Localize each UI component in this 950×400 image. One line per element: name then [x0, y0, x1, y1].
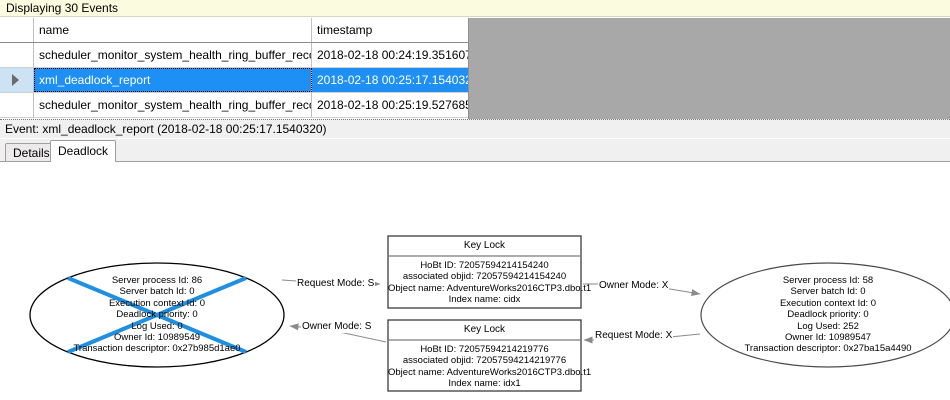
cell-name[interactable]: scheduler_monitor_system_health_ring_buf…	[34, 93, 312, 117]
row-selector-cell[interactable]	[0, 93, 34, 117]
edge-label-owner-s: Owner Mode: S	[301, 321, 373, 333]
events-grid-area: name timestamp scheduler_monitor_system_…	[0, 18, 950, 119]
events-grid[interactable]: name timestamp scheduler_monitor_system_…	[0, 18, 469, 119]
resource-node-top-key-lock[interactable]	[387, 235, 582, 309]
event-caption: Event: xml_deadlock_report (2018-02-18 0…	[0, 119, 950, 138]
resource-node-bottom-key-lock[interactable]	[387, 319, 582, 392]
tab-deadlock[interactable]: Deadlock	[50, 140, 117, 162]
events-count-banner: Displaying 30 Events	[0, 0, 950, 17]
cell-timestamp[interactable]: 2018-02-18 00:24:19.3516078	[317, 48, 468, 62]
process-node-victim[interactable]	[29, 262, 285, 368]
resource-top-title: Key Lock	[463, 240, 506, 251]
edge-label-request-x: Request Mode: X	[594, 330, 674, 342]
deadlock-graph-inner: top key lock --> survivor (right) --> vi…	[0, 162, 950, 400]
victim-cross-icon-stroke-2	[67, 276, 247, 354]
deadlock-graph-canvas[interactable]: top key lock --> survivor (right) --> vi…	[0, 161, 950, 400]
table-row[interactable]: scheduler_monitor_system_health_ring_buf…	[0, 43, 468, 68]
table-row-selected[interactable]: xml_deadlock_report 2018-02-18 00:25:17.…	[0, 68, 468, 93]
cell-name[interactable]: scheduler_monitor_system_health_ring_buf…	[34, 43, 312, 67]
cell-name[interactable]: xml_deadlock_report	[34, 68, 312, 92]
edge-label-owner-x: Owner Mode: X	[598, 280, 670, 292]
table-row[interactable]: scheduler_monitor_system_health_ring_buf…	[0, 93, 468, 118]
cell-timestamp[interactable]: 2018-02-18 00:25:17.1540320	[312, 68, 468, 92]
grid-header-row: name timestamp	[0, 18, 468, 43]
row-selector-cell[interactable]	[0, 68, 34, 92]
row-selector-arrow-icon	[12, 74, 19, 86]
column-header-name[interactable]: name	[34, 18, 312, 42]
grid-header-selector-cell	[0, 18, 34, 42]
process-node-survivor[interactable]	[700, 262, 950, 368]
row-selector-cell[interactable]	[0, 43, 34, 67]
deadlock-graph-svg: top key lock --> survivor (right) --> vi…	[29, 235, 950, 392]
cell-timestamp[interactable]: 2018-02-18 00:25:19.5276859	[317, 98, 468, 112]
column-header-timestamp[interactable]: timestamp	[317, 23, 373, 37]
resource-bottom-title: Key Lock	[463, 324, 506, 335]
tab-strip: Details Deadlock	[0, 139, 950, 162]
edge-label-request-s: Request Mode: S	[296, 278, 376, 290]
